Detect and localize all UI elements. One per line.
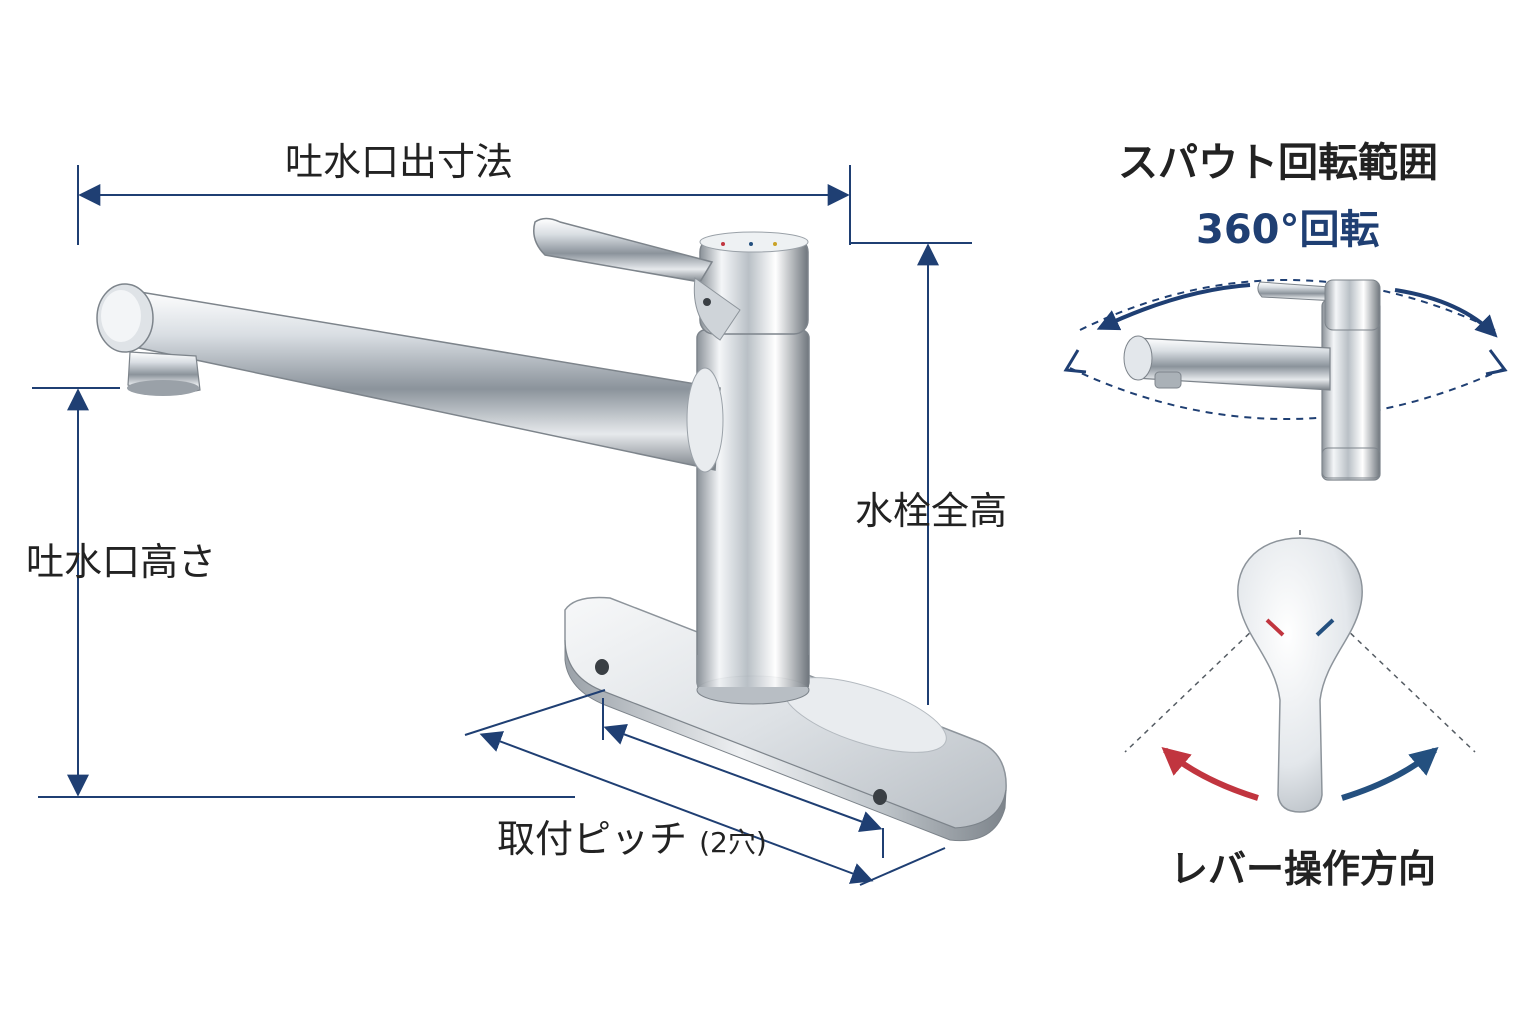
rotation-arc-top [1079,279,1496,331]
rotation-arrow-left [1096,283,1251,331]
lever-handle [1237,537,1363,813]
label-lever-direction: レバー操作方向 [1170,847,1437,891]
pitch-inner-line [603,724,883,832]
lever-arrow-hot [1161,746,1259,801]
rotation-arc-bottom [1069,367,1506,420]
cold-mark [1315,618,1335,637]
mount-hole-left [595,659,609,675]
lever-arrow-cold [1341,746,1439,801]
label-mount-pitch: 取付ピッチ (2穴) [497,820,767,858]
rotation-figure [1063,279,1508,481]
label-spout-height: 吐水口高さ [26,540,217,584]
small-faucet [1123,279,1381,481]
label-spout-rotation-title: スパウト回転範囲 [1118,140,1438,186]
spout-arm [96,283,724,473]
label-rotation-value: 360°回転 [1196,207,1380,253]
dimension-lines [32,165,972,886]
pitch-ext-right [859,847,946,886]
label-mount-pitch-main: 取付ピッチ [497,817,688,861]
hot-mark [1265,618,1285,637]
label-spout-reach: 吐水口出寸法 [285,140,514,184]
lever-figure [1124,530,1476,813]
main-lever [533,217,714,283]
mount-hole-right [873,789,887,805]
label-faucet-height: 水栓全高 [855,489,1008,533]
main-faucet [96,217,1007,842]
faucet-body [696,231,810,705]
pitch-ext-left [464,689,606,736]
label-mount-pitch-note: (2穴) [699,826,767,859]
rotation-arrow-right [1394,288,1498,338]
